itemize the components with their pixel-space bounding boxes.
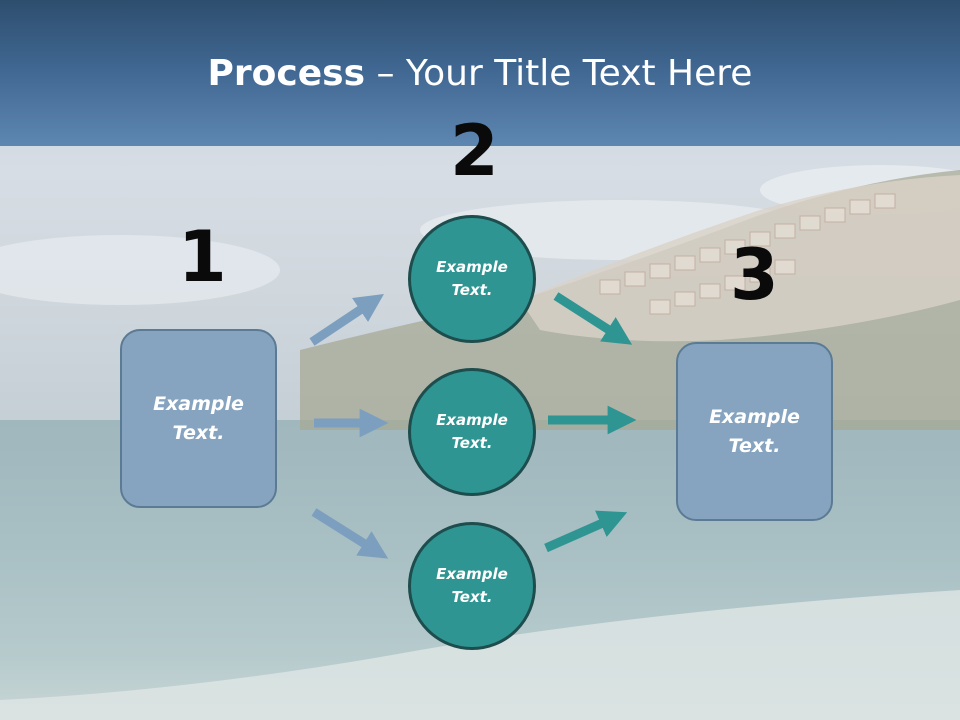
left-box-line2: Text. (172, 421, 225, 444)
left-process-box: Example Text. (120, 329, 277, 508)
right-box-line2: Text. (728, 434, 781, 457)
circle-top-line1: Example (436, 258, 508, 276)
arrow-right-down (553, 292, 633, 345)
title-bold: Process (207, 53, 366, 94)
circle-bottom-line1: Example (436, 565, 508, 583)
arrow-right-up (544, 510, 628, 553)
process-circle-bottom: Example Text. (408, 522, 536, 650)
arrow-left-down (311, 508, 389, 559)
right-box-line1: Example (709, 405, 800, 428)
arrow-left-up (309, 294, 384, 346)
circle-middle-line1: Example (436, 411, 508, 429)
title-rest: – Your Title Text Here (365, 53, 753, 94)
process-circle-top: Example Text. (408, 215, 536, 343)
circle-top-line2: Text. (451, 281, 493, 299)
circle-middle-line2: Text. (451, 434, 493, 452)
title-band (0, 0, 960, 146)
circle-bottom-line2: Text. (451, 588, 493, 606)
step-number-1: 1 (178, 216, 227, 298)
step-number-3: 3 (730, 234, 779, 316)
step-number-2: 2 (450, 110, 499, 192)
process-circle-middle: Example Text. (408, 368, 536, 496)
right-process-box: Example Text. (676, 342, 833, 521)
slide-title: Process – Your Title Text Here (0, 53, 960, 94)
left-box-line1: Example (153, 392, 244, 415)
